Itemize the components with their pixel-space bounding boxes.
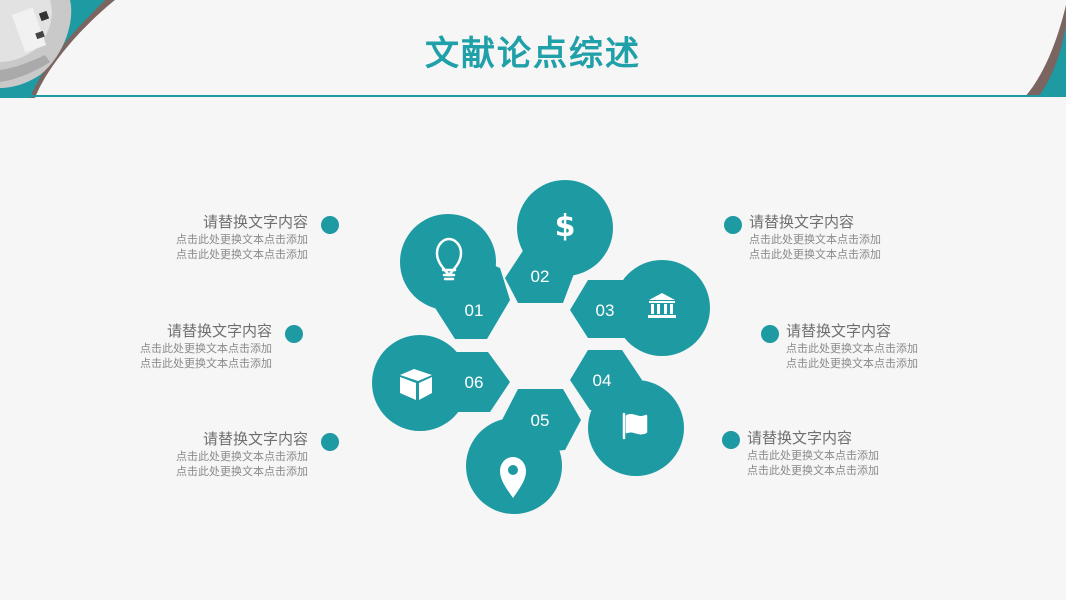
corner-decoration-right: [1025, 5, 1066, 97]
right-item-1-heading: 请替换文字内容: [749, 213, 855, 231]
right-item-2-line-2: 点击此处更换文本点击添加: [786, 357, 918, 370]
left-item-2-heading: 请替换文字内容: [166, 322, 272, 340]
right-item-3-line-2: 点击此处更换文本点击添加: [747, 464, 879, 477]
right-item-2-bullet: [761, 325, 779, 343]
petal-03-number: 03: [596, 301, 615, 320]
petal-01[interactable]: [400, 214, 510, 339]
left-item-1-bullet: [321, 216, 339, 234]
right-item-2-line-1: 点击此处更换文本点击添加: [786, 342, 918, 355]
left-item-1[interactable]: 请替换文字内容 点击此处更换文本点击添加 点击此处更换文本点击添加: [108, 212, 308, 262]
left-item-3[interactable]: 请替换文字内容 点击此处更换文本点击添加 点击此处更换文本点击添加: [108, 429, 308, 479]
petal-06[interactable]: [372, 335, 510, 431]
left-item-2-line-1: 点击此处更换文本点击添加: [140, 342, 272, 355]
right-item-3-bullet: [722, 431, 740, 449]
header-divider: [0, 95, 1066, 97]
petal-01-number: 01: [465, 301, 484, 320]
petal-05-number: 05: [531, 411, 550, 430]
right-item-2[interactable]: 请替换文字内容 点击此处更换文本点击添加 点击此处更换文本点击添加: [786, 321, 986, 371]
dollar-icon: $: [555, 209, 576, 244]
right-item-3-heading: 请替换文字内容: [747, 429, 853, 447]
left-item-2-line-2: 点击此处更换文本点击添加: [140, 357, 272, 370]
left-item-2-bullet: [285, 325, 303, 343]
right-item-1-line-2: 点击此处更换文本点击添加: [749, 248, 881, 261]
petal-03[interactable]: [570, 260, 710, 356]
corner-decoration-left: [0, 0, 115, 98]
petal-06-number: 06: [465, 373, 484, 392]
right-item-1[interactable]: 请替换文字内容 点击此处更换文本点击添加 点击此处更换文本点击添加: [749, 212, 949, 262]
left-item-2[interactable]: 请替换文字内容 点击此处更换文本点击添加 点击此处更换文本点击添加: [72, 321, 272, 371]
petal-04-number: 04: [593, 371, 612, 390]
left-item-3-line-2: 点击此处更换文本点击添加: [176, 465, 308, 478]
right-item-2-heading: 请替换文字内容: [786, 322, 892, 340]
reading-photo: [0, 0, 72, 88]
box-icon: [400, 369, 432, 400]
right-item-3[interactable]: 请替换文字内容 点击此处更换文本点击添加 点击此处更换文本点击添加: [747, 428, 947, 478]
page-title: 文献论点综述: [425, 34, 641, 74]
right-item-3-line-1: 点击此处更换文本点击添加: [747, 449, 879, 462]
bank-icon: [648, 293, 676, 318]
petal-02-number: 02: [531, 267, 550, 286]
left-item-3-heading: 请替换文字内容: [202, 430, 308, 448]
flag-icon: [622, 412, 648, 440]
right-item-1-bullet: [724, 216, 742, 234]
left-item-3-bullet: [321, 433, 339, 451]
right-item-1-line-1: 点击此处更换文本点击添加: [749, 233, 881, 246]
left-item-1-line-1: 点击此处更换文本点击添加: [176, 233, 308, 246]
lightbulb-icon: [435, 237, 463, 281]
left-item-1-heading: 请替换文字内容: [202, 213, 308, 231]
left-item-1-line-2: 点击此处更换文本点击添加: [176, 248, 308, 261]
petal-02[interactable]: [505, 180, 613, 303]
petal-04[interactable]: [570, 350, 684, 476]
map-pin-icon: [500, 457, 526, 498]
left-item-3-line-1: 点击此处更换文本点击添加: [176, 450, 308, 463]
